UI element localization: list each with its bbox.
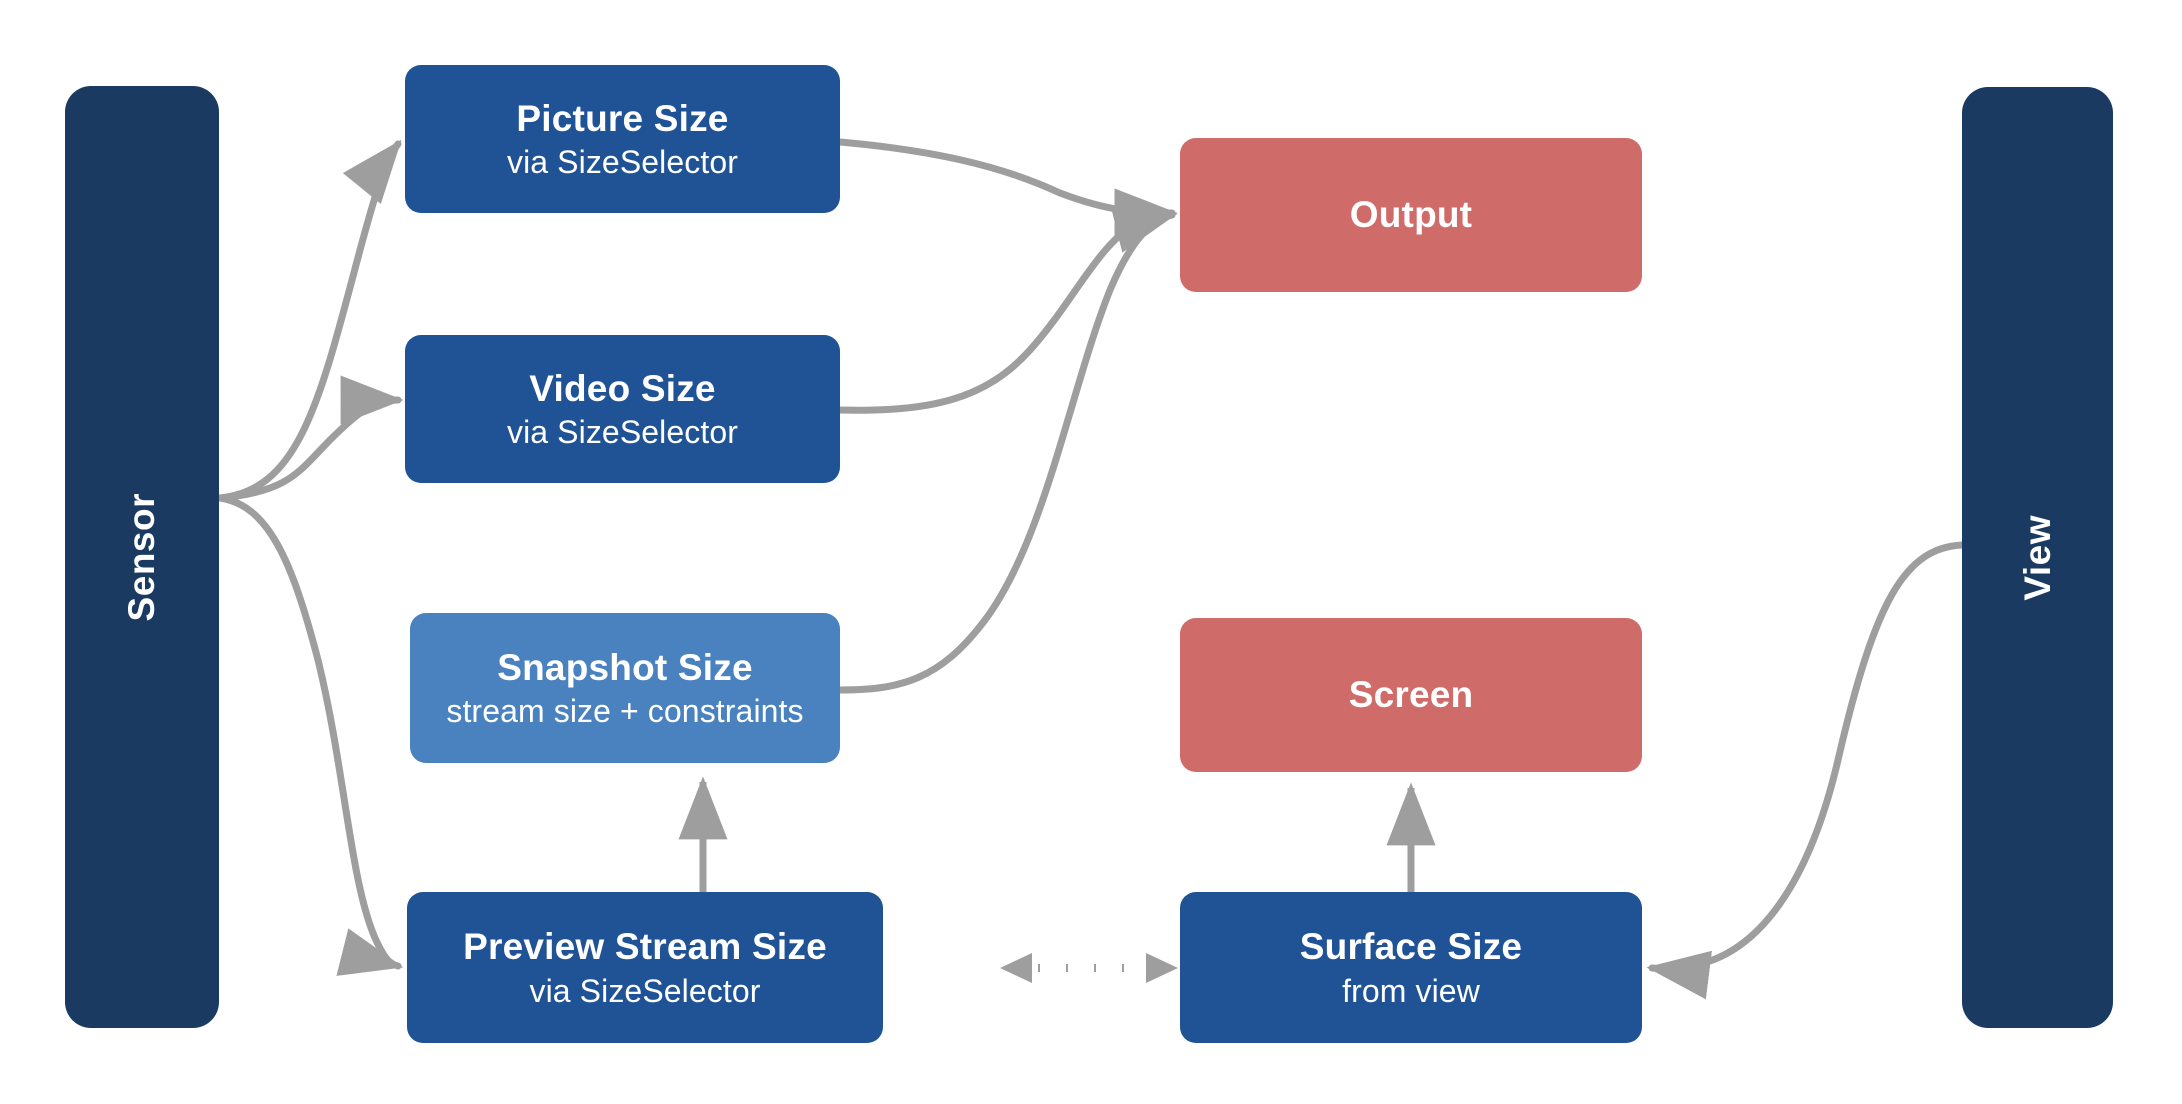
edge-preview-surface-dotted: [1000, 953, 1178, 983]
node-output-title: Output: [1349, 194, 1473, 236]
node-screen[interactable]: Screen: [1180, 618, 1642, 772]
edge-sensor-to-preview: [216, 494, 404, 976]
edge-sensor-to-picture: [216, 139, 402, 502]
lane-sensor-label: Sensor: [121, 492, 162, 622]
node-preview-stream-size-subtitle: via SizeSelector: [529, 972, 761, 1009]
node-snapshot-size[interactable]: Snapshot Size stream size + constraints: [410, 613, 840, 763]
node-picture-size[interactable]: Picture Size via SizeSelector: [405, 65, 840, 213]
node-snapshot-size-subtitle: stream size + constraints: [446, 693, 804, 730]
node-preview-stream-size-title: Preview Stream Size: [463, 926, 827, 968]
edge-snapshot-to-output: [836, 205, 1178, 694]
lane-view-label: View: [2016, 514, 2058, 601]
node-snapshot-size-title: Snapshot Size: [497, 646, 753, 688]
lane-sensor[interactable]: Sensor: [65, 86, 219, 1028]
lane-view[interactable]: View: [1962, 87, 2113, 1028]
node-surface-size-subtitle: from view: [1342, 972, 1480, 1009]
node-picture-size-subtitle: via SizeSelector: [506, 144, 739, 181]
node-surface-size[interactable]: Surface Size from view: [1180, 892, 1642, 1043]
node-preview-stream-size[interactable]: Preview Stream Size via SizeSelector: [407, 892, 883, 1043]
node-surface-size-title: Surface Size: [1299, 926, 1523, 968]
edge-video-to-output: [836, 189, 1178, 414]
node-video-size-subtitle: via SizeSelector: [506, 414, 739, 451]
node-video-size[interactable]: Video Size via SizeSelector: [405, 335, 840, 483]
edge-picture-to-output: [836, 138, 1178, 238]
edge-view-to-surface: [1646, 541, 1966, 1000]
node-screen-title: Screen: [1348, 674, 1474, 716]
edge-sensor-to-video: [216, 375, 404, 502]
node-video-size-title: Video Size: [529, 367, 716, 409]
node-output[interactable]: Output: [1180, 138, 1642, 292]
node-picture-size-title: Picture Size: [516, 97, 729, 139]
